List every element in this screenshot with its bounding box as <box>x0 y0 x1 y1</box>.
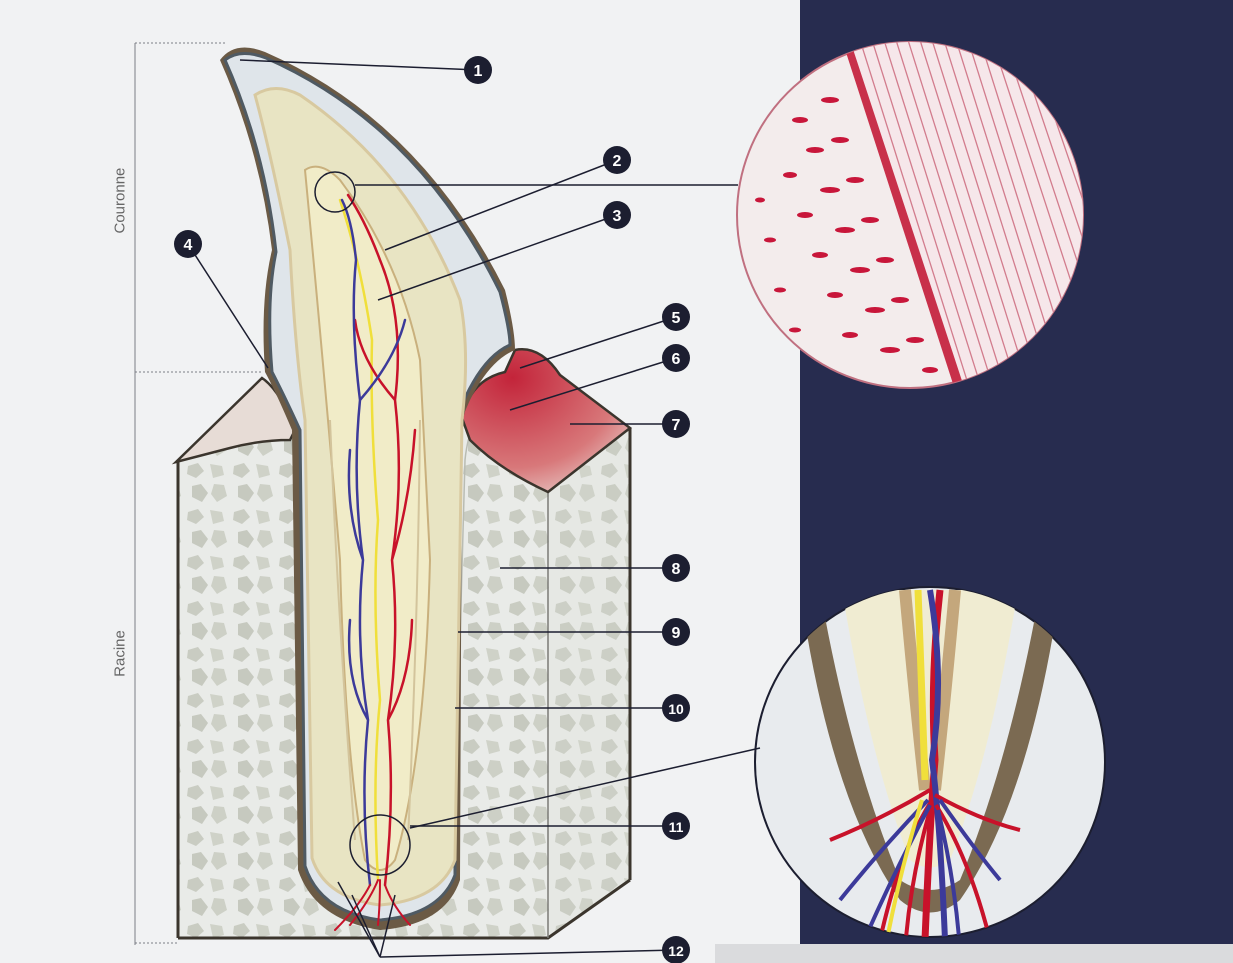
callout-number-3: 3 <box>613 208 622 225</box>
callout-number-9: 9 <box>672 625 681 642</box>
callout-number-1: 1 <box>474 63 483 80</box>
callout-number-4: 4 <box>184 237 193 254</box>
callout-number-2: 2 <box>613 153 622 170</box>
callout-number-5: 5 <box>672 310 681 327</box>
callout-number-7: 7 <box>672 417 681 434</box>
callout-number-6: 6 <box>672 351 681 368</box>
callout-number-11: 11 <box>669 819 684 835</box>
callout-number-10: 10 <box>668 701 684 717</box>
crown-label: Couronne <box>112 174 129 234</box>
callout-number-12: 12 <box>668 943 684 959</box>
callout-number-8: 8 <box>672 561 681 578</box>
root-label: Racine <box>112 629 129 679</box>
caption-strip <box>715 944 1233 963</box>
